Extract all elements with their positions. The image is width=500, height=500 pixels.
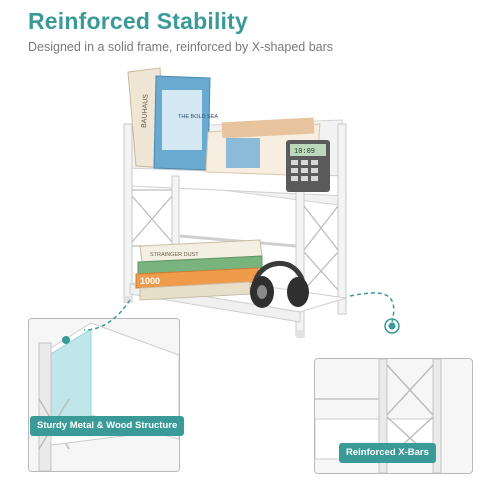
headphones <box>250 260 309 308</box>
calculator-display: 10:09 <box>294 148 315 156</box>
page-subtitle: Designed in a solid frame, reinforced by… <box>28 40 334 54</box>
label-x-bars: Reinforced X-Bars <box>339 443 436 463</box>
book-spine-text: BAUHAUS <box>141 94 150 128</box>
bottom-shelf-books: STRAINGER DUST 1000 <box>135 239 263 301</box>
detail-metal-wood <box>28 318 180 472</box>
x-brace-left <box>131 189 173 247</box>
calculator: 10:09 <box>286 140 330 192</box>
top-shelf-books: BAUHAUS THE BOLD SEA <box>127 67 321 177</box>
bottom-book-number: 1000 <box>140 276 160 286</box>
bottom-book-text: STRAINGER DUST <box>150 252 199 258</box>
detail-metal-wood-image <box>29 319 179 471</box>
book-cover-text: THE BOLD SEA <box>178 114 218 120</box>
x-brace-right <box>303 205 339 291</box>
label-metal-wood: Sturdy Metal & Wood Structure <box>30 416 185 436</box>
page-title: Reinforced Stability <box>28 8 248 34</box>
